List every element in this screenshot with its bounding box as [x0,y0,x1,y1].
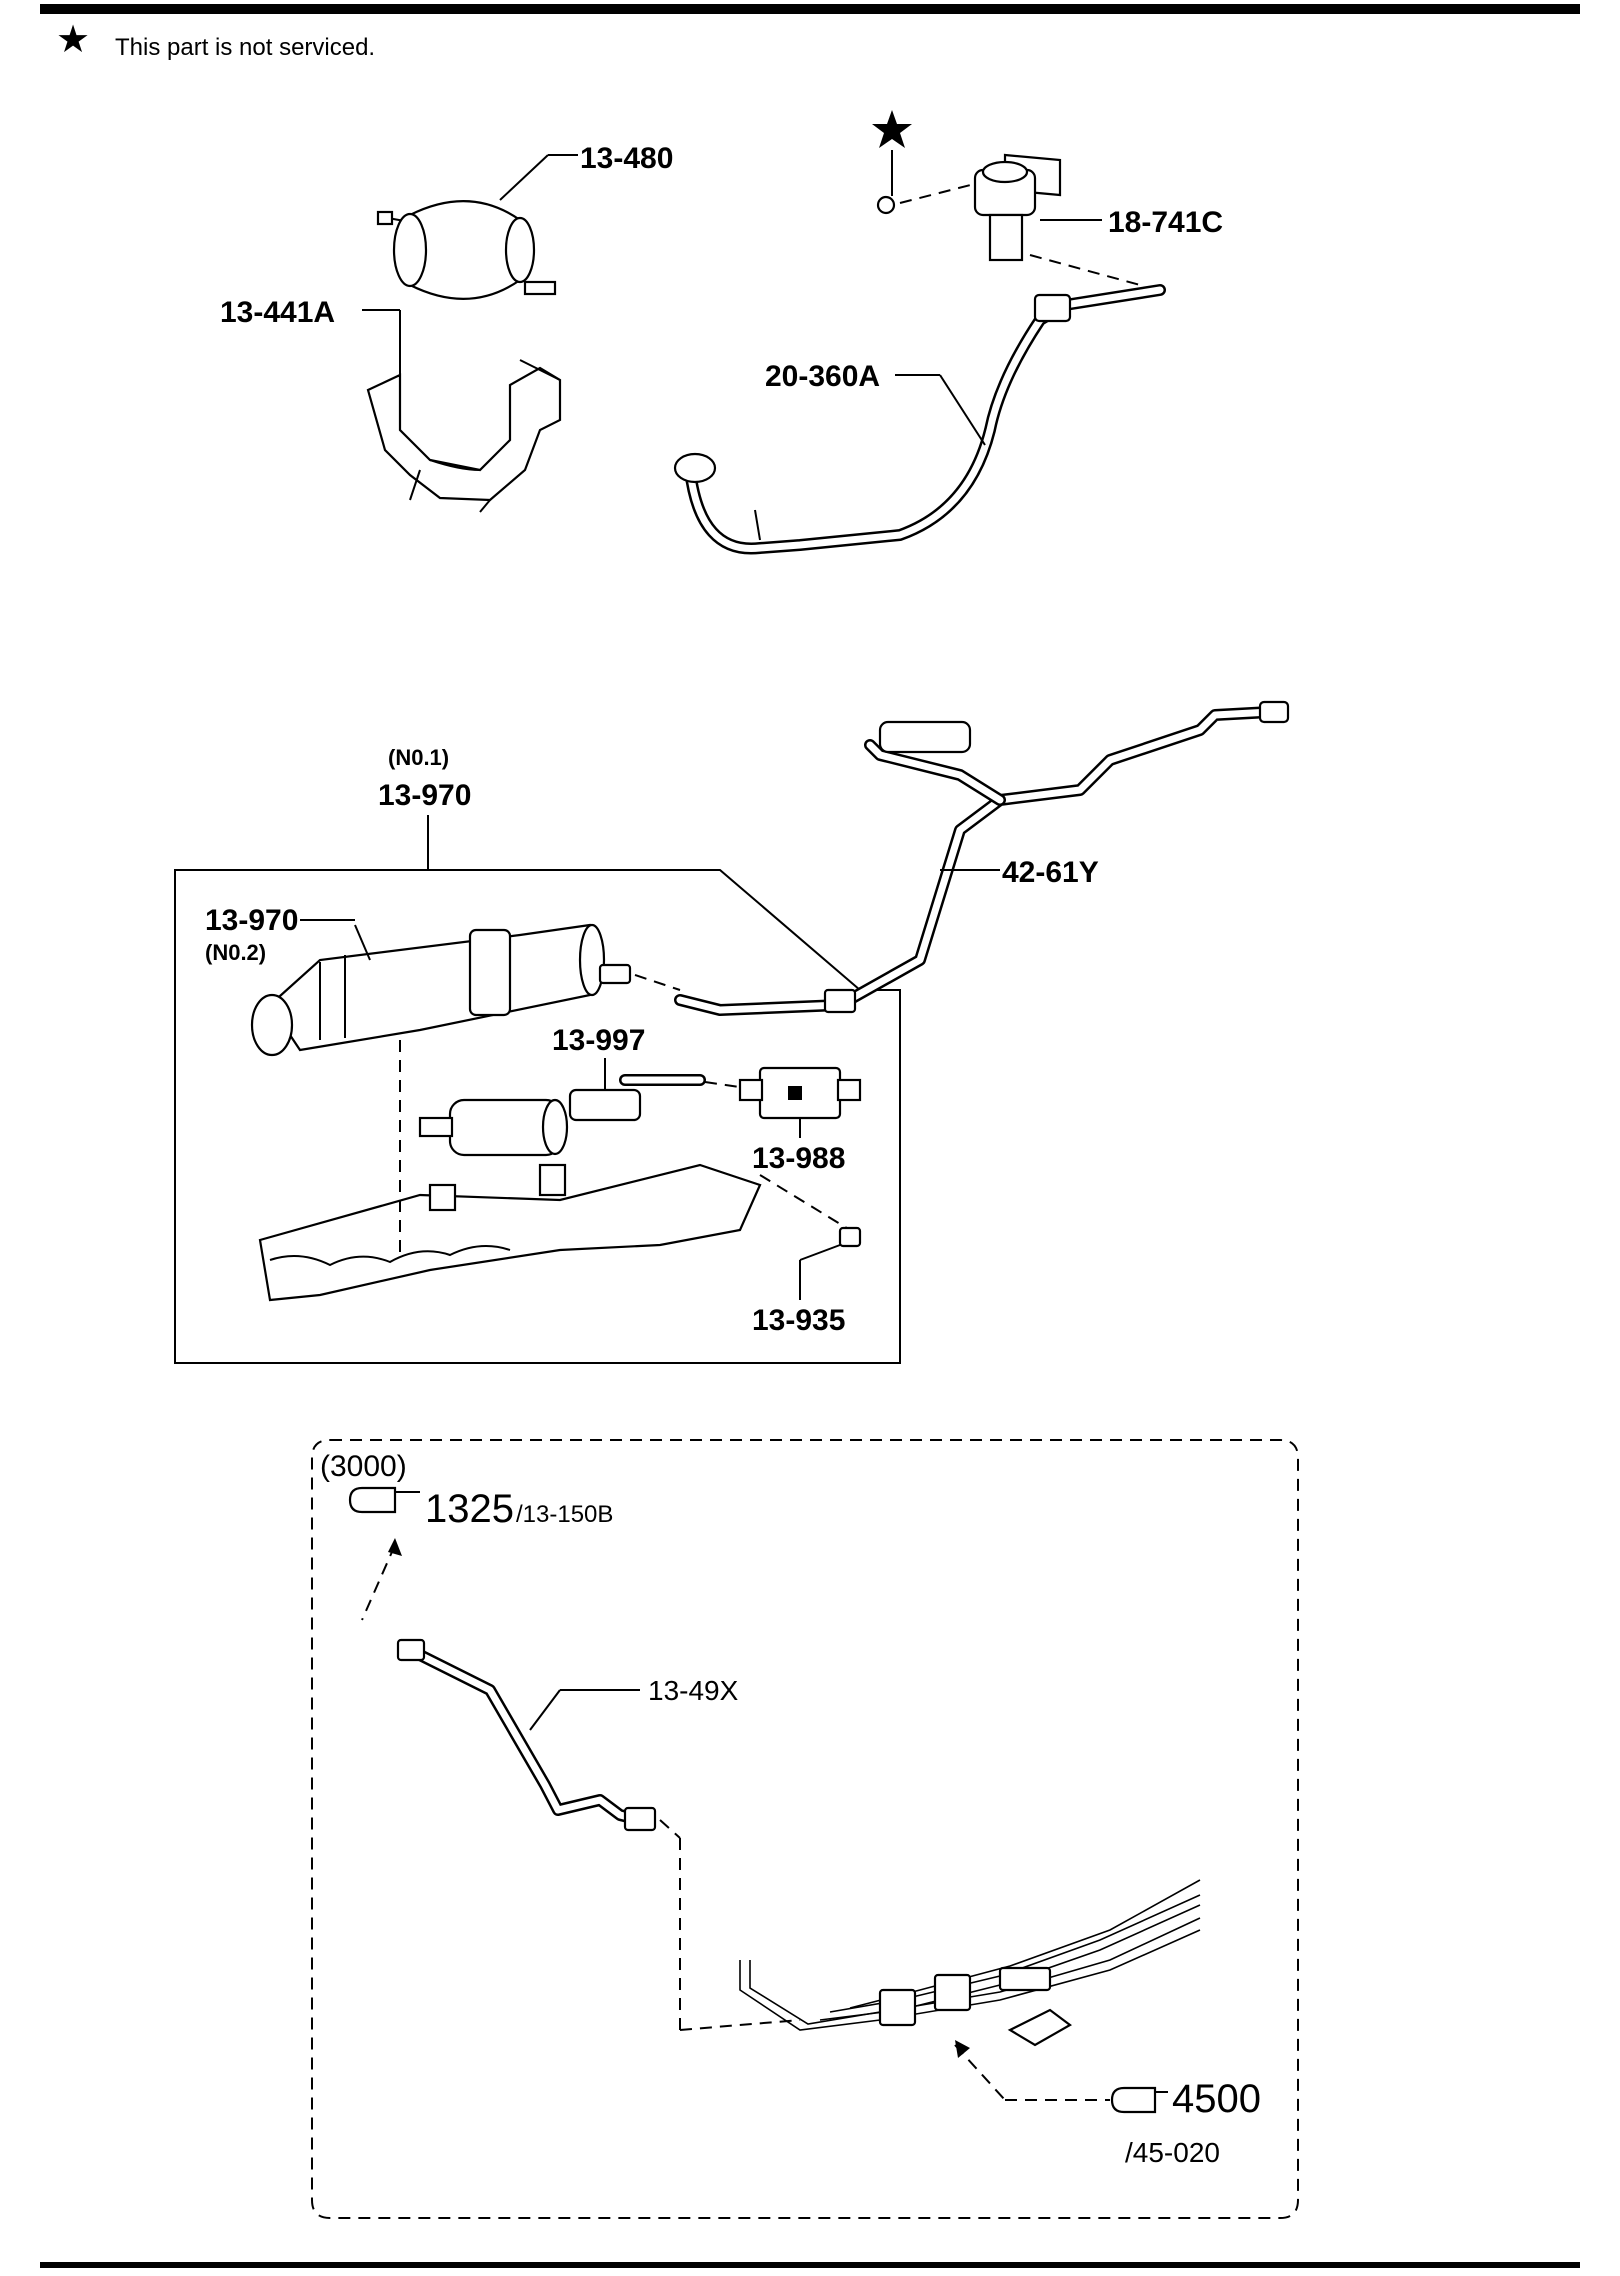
label-13-988: 13-988 [752,1142,845,1175]
fuel-filter-13-480 [376,154,578,300]
detail-box [174,869,901,1364]
bottom-rule [40,2262,1580,2268]
filter-bracket-13-441A [362,309,562,513]
label-13-970-no1-note: (N0.1) [388,745,449,770]
label-13-441A: 13-441A [220,296,335,329]
vacuum-hose-20-360A [673,284,1166,555]
pump-bracket [258,1040,862,1302]
label-18-741C: 18-741C [1108,206,1223,239]
ref-1325-sub: /13-150B [516,1501,613,1528]
top-rule [40,4,1580,14]
pointing-hand-icon [348,1486,420,1514]
label-42-61Y: 42-61Y [1002,856,1099,889]
label-13-970-no2-note: (N0.2) [205,940,266,965]
label-13-970-no1: 13-970 [378,779,471,812]
label-13-49X: 13-49X [648,1675,739,1706]
label-13-480: 13-480 [580,142,673,175]
fuel-pipe-bundle [739,1879,1201,2101]
label-13-970-no2: 13-970 [205,904,298,937]
solenoid-18-741C [872,110,1141,286]
not-serviced-star-icon [872,110,912,148]
resistor-13-988 [738,1066,862,1138]
label-13-935: 13-935 [752,1304,845,1337]
fuel-pipe-13-49X [396,1638,801,2031]
label-20-360A: 20-360A [765,360,880,393]
pointing-hand-icon [1110,2086,1168,2114]
variant-label: (3000) [320,1450,407,1483]
label-13-997: 13-997 [552,1024,645,1057]
reference-1325: 1325 /13-150B [348,1486,613,1621]
fuel-pump-13-970 [250,919,681,1057]
legend-text: This part is not serviced. [115,34,375,61]
ref-4500-main: 4500 [1172,2077,1261,2121]
variant-box [311,1439,1299,2219]
legend-symbol: ★ [56,17,91,61]
fuel-pipe-42-61Y [674,700,1290,1016]
legend: This part is not serviced. [115,34,375,61]
strainer-13-997 [418,1058,761,1157]
ref-1325-main: 1325 [425,1487,514,1531]
ref-4500-sub: /45-020 [1125,2137,1220,2168]
reference-4500: 4500 /45-020 [1110,2077,1261,2168]
